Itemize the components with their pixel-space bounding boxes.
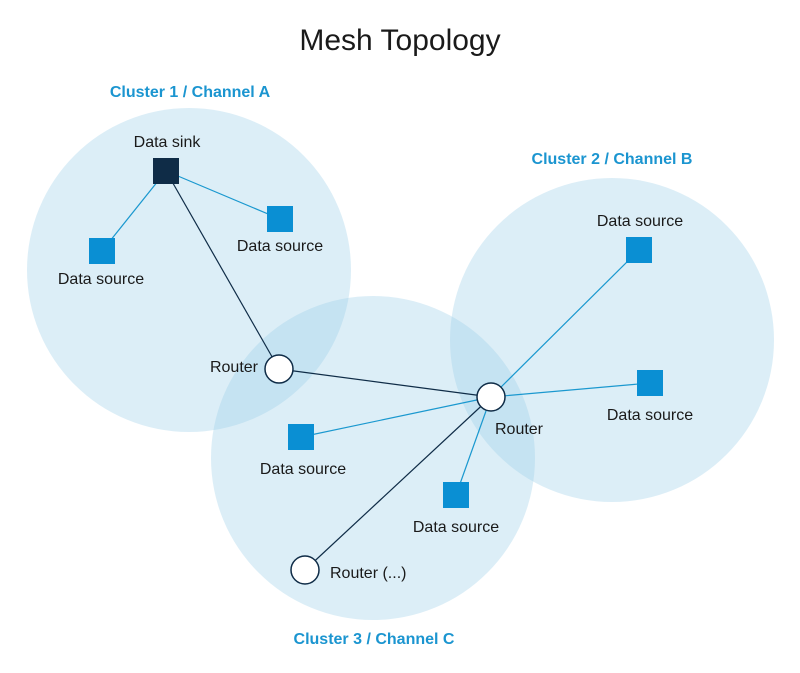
cluster-3-label: Cluster 3 / Channel C [294, 631, 455, 648]
data-source-node-2a [626, 237, 652, 263]
data-source-node-1a [89, 238, 115, 264]
router-label-1: Router [210, 359, 259, 376]
data-source-label-2b: Data source [607, 407, 693, 424]
data-source-label-3a: Data source [260, 461, 346, 478]
link-hub-source-2a [490, 249, 640, 398]
link-sink-source-1b [165, 170, 281, 220]
data-source-label-2a: Data source [597, 213, 683, 230]
diagram-title: Mesh Topology [299, 24, 500, 57]
data-source-label-3b: Data source [413, 519, 499, 536]
cluster-2-region [450, 178, 774, 502]
data-source-label-1a: Data source [58, 271, 144, 288]
data-source-node-3a [288, 424, 314, 450]
data-sink-node [153, 158, 179, 184]
link-hub-source-3a [300, 396, 492, 438]
data-source-node-3b [443, 482, 469, 508]
link-hub-router-more [304, 396, 492, 571]
cluster-3-region [211, 296, 535, 620]
link-hub-source-3b [455, 396, 492, 496]
router-label-hub: Router [495, 421, 544, 438]
cluster-1-region [27, 108, 351, 432]
cluster-1-label: Cluster 1 / Channel A [110, 84, 271, 101]
data-sink-label: Data sink [134, 134, 202, 151]
link-sink-router [165, 170, 280, 370]
link-sink-source-1a [101, 170, 167, 252]
cluster-2-label: Cluster 2 / Channel B [532, 151, 693, 168]
link-router-hub [278, 368, 492, 398]
router-node-1 [264, 354, 294, 384]
router-label-more: Router (...) [330, 565, 406, 582]
router-node-hub [476, 382, 506, 412]
data-source-node-2b [637, 370, 663, 396]
router-node-more [290, 555, 320, 585]
data-source-node-1b [267, 206, 293, 232]
link-hub-source-2b [490, 382, 651, 398]
data-source-label-1b: Data source [237, 238, 323, 255]
